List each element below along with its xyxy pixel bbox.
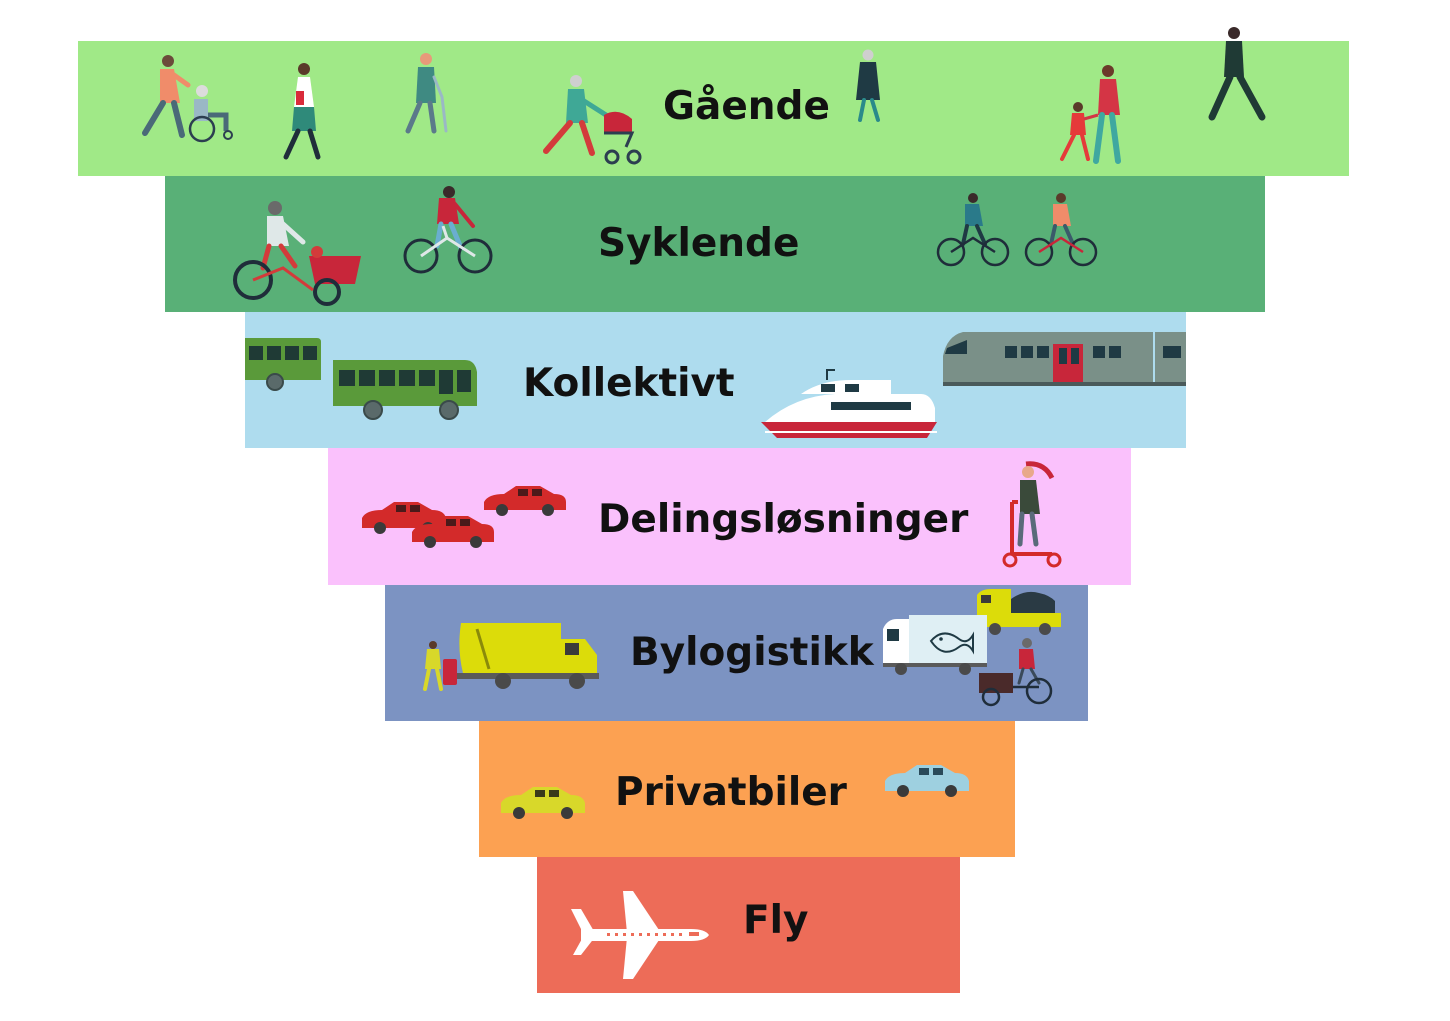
- pedestrian-icon: [423, 641, 457, 691]
- wheelchair-icon: [142, 55, 233, 143]
- stroller-icon: [543, 75, 642, 165]
- pedestrian-icon: [856, 49, 880, 122]
- pedestrian-icon: [1060, 65, 1121, 164]
- tier-walking-label: Gående: [663, 84, 830, 129]
- tier-public-transport: Kollektivt: [245, 312, 1186, 448]
- tier-cycling-label: Syklende: [598, 221, 800, 266]
- van-icon: [883, 615, 987, 675]
- bicycle-icon: [936, 193, 1010, 267]
- tier-flight-label: Fly: [743, 898, 809, 943]
- bus-icon: [333, 360, 477, 420]
- pedestrian-icon: [405, 53, 448, 134]
- car-icon: [501, 787, 585, 819]
- train-icon: [943, 332, 1186, 386]
- bus-icon: [245, 338, 321, 391]
- tier-cycling-bg: [165, 176, 1265, 312]
- cargo-bike-icon: [233, 201, 361, 306]
- car-icon: [412, 516, 494, 548]
- pedestrian-icon: [283, 63, 321, 160]
- tier-flight-bg: [537, 857, 960, 993]
- garbage-truck-icon: [457, 623, 599, 689]
- pedestrian-icon: [1208, 27, 1266, 121]
- tier-city-logistics: Bylogistikk: [385, 585, 1088, 721]
- cargo-bike-icon: [979, 638, 1053, 707]
- tier-city-logistics-label: Bylogistikk: [630, 630, 874, 675]
- bicycle-icon: [403, 186, 493, 274]
- tier-cycling: Syklende: [165, 176, 1265, 312]
- tier-flight: Fly: [537, 857, 960, 993]
- tier-sharing-label: Delingsløsninger: [598, 497, 969, 542]
- tier-private-cars: Privatbiler: [479, 721, 1015, 857]
- truck-icon: [977, 589, 1061, 635]
- airplane-icon: [571, 891, 709, 979]
- tier-sharing: Delingsløsninger: [328, 448, 1131, 585]
- tier-public-transport-label: Kollektivt: [523, 361, 735, 406]
- scooter-icon: [1002, 461, 1062, 568]
- ferry-icon: [761, 369, 937, 438]
- tier-private-cars-label: Privatbiler: [615, 770, 847, 815]
- car-icon: [484, 486, 566, 516]
- car-icon: [885, 765, 969, 797]
- bicycle-icon: [1024, 193, 1098, 267]
- tier-walking: Gående: [78, 27, 1349, 176]
